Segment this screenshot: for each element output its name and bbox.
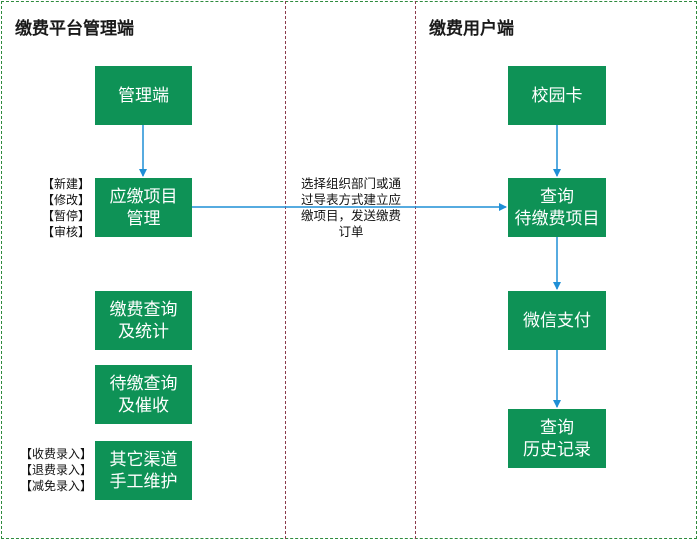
action-charge-entry: 【收费录入】 [19,447,92,461]
action-review: 【审核】 [41,225,90,239]
manual-entry-actions: 【收费录入】 【退费录入】 【减免录入】 [6,446,92,494]
wechat-pay-box: 微信支付 [508,291,606,350]
payment-query-stats-box: 缴费查询 及统计 [95,291,192,350]
item-management-box: 应缴项目 管理 [95,178,192,237]
left-divider [285,1,286,539]
query-history-box: 查询 历史记录 [508,409,606,468]
query-pending-items-box: 查询 待缴费项目 [508,178,606,237]
item-management-actions: 【新建】 【修改】 【暂停】 【审核】 [30,176,90,240]
admin-box: 管理端 [95,66,192,125]
action-refund-entry: 【退费录入】 [19,463,92,477]
campus-card-box: 校园卡 [508,66,606,125]
admin-section-title: 缴费平台管理端 [15,19,134,39]
pending-query-collection-box: 待缴查询 及催收 [95,365,192,424]
right-divider [415,1,416,539]
action-new: 【新建】 [41,177,90,191]
action-waiver-entry: 【减免录入】 [19,479,92,493]
action-pause: 【暂停】 [41,209,90,223]
connector-label: 选择组织部门或通过导表方式建立应缴项目，发送缴费订单 [300,176,401,239]
user-section-title: 缴费用户端 [429,19,514,39]
action-edit: 【修改】 [41,193,90,207]
other-channel-manual-box: 其它渠道 手工维护 [95,441,192,500]
